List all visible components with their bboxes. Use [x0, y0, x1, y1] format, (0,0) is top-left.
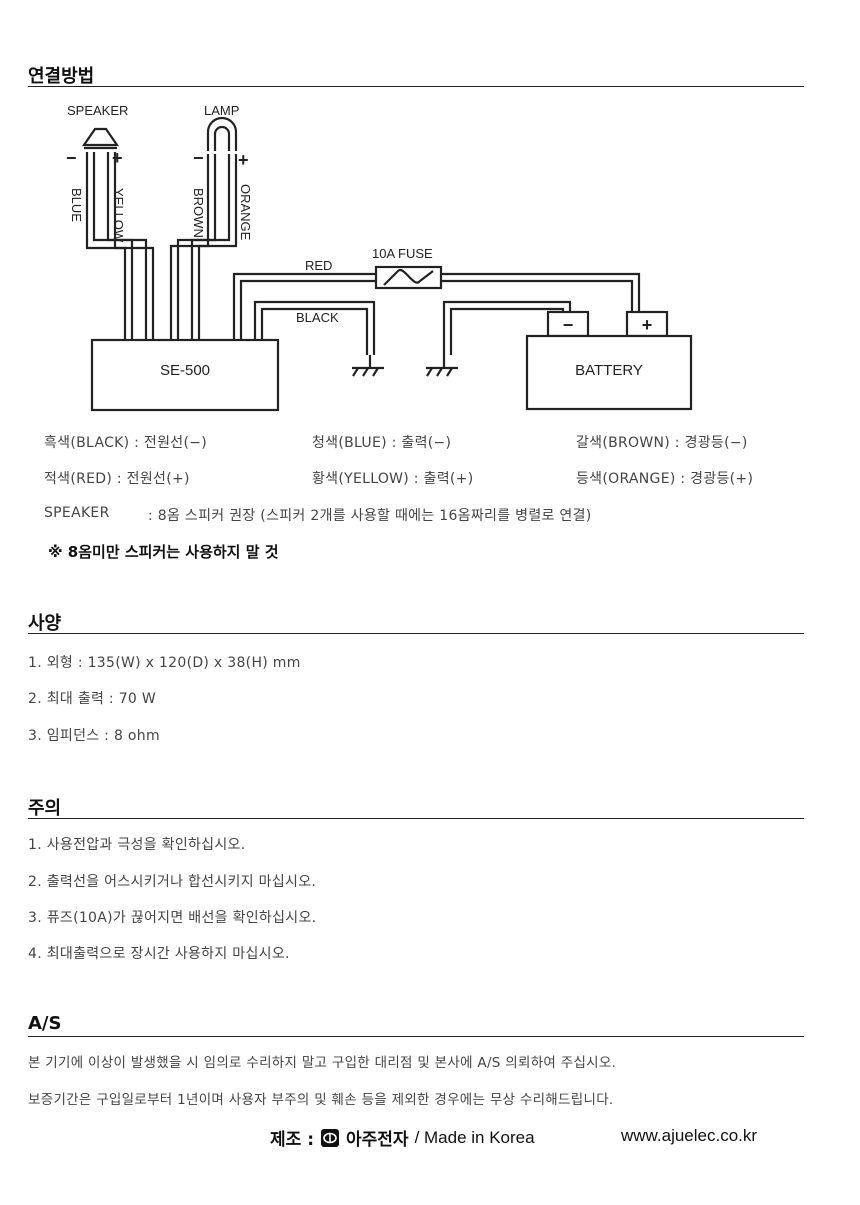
section-divider — [28, 818, 804, 819]
lamp-icon — [206, 116, 238, 151]
made-in: / Made in Korea — [414, 1127, 535, 1147]
speaker-minus: − — [66, 148, 77, 168]
speaker-warning: ※ 8옴미만 스피커는 사용하지 말 것 — [48, 543, 279, 561]
spec-item: 3. 임피던스 : 8 ohm — [28, 728, 160, 744]
lamp-minus: − — [193, 148, 204, 168]
caution-item: 2. 출력선을 어스시키거나 합선시키지 마십시오. — [28, 874, 317, 890]
battery-minus: − — [563, 315, 574, 335]
speaker-plus: + — [112, 148, 123, 168]
ground-icon — [352, 355, 384, 377]
lamp-plus: + — [238, 150, 249, 170]
section-divider — [28, 1036, 804, 1037]
caution-item: 4. 최대출력으로 장시간 사용하지 마십시오. — [28, 946, 290, 962]
wiring-diagram: SPEAKER LAMP − + − + BLUE YELLOW BROWN O… — [66, 103, 693, 412]
caution-item: 1. 사용전압과 극성을 확인하십시오. — [28, 837, 246, 853]
as-title: A/S — [28, 1013, 62, 1034]
as-line: 보증기간은 구입일로부터 1년이며 사용자 부주의 및 훼손 등을 제외한 경우… — [28, 1092, 614, 1108]
legend-yellow: 황색(YELLOW) : 출력(+) — [312, 471, 474, 487]
legend-orange: 등색(ORANGE) : 경광등(+) — [576, 471, 754, 487]
company-name: 아주전자 — [346, 1130, 409, 1150]
wire-label-brown: BROWN — [191, 188, 206, 238]
spec-item: 1. 외형 : 135(W) x 120(D) x 38(H) mm — [28, 655, 301, 671]
ground-icon — [426, 355, 458, 377]
fuse-label: 10A FUSE — [372, 246, 433, 261]
battery-label: BATTERY — [575, 362, 643, 379]
ajou-logo-icon — [320, 1128, 340, 1148]
legend-black: 흑색(BLACK) : 전원선(−) — [44, 435, 208, 451]
legend-blue: 청색(BLUE) : 출력(−) — [312, 435, 452, 451]
maker-label: 제조 : — [270, 1130, 314, 1150]
spec-title: 사양 — [28, 613, 62, 634]
connection-title: 연결방법 — [28, 66, 95, 87]
legend-speaker-label: SPEAKER — [44, 505, 110, 521]
wire-label-red: RED — [305, 258, 332, 273]
section-divider — [28, 86, 804, 87]
website-link[interactable]: www.ajuelec.co.kr — [621, 1126, 758, 1145]
wire-label-black: BLACK — [296, 310, 339, 325]
caution-item: 3. 퓨즈(10A)가 끊어지면 배선을 확인하십시오. — [28, 910, 317, 926]
spec-item: 2. 최대 출력 : 70 W — [28, 691, 157, 707]
lamp-label: LAMP — [204, 103, 239, 118]
wire-label-yellow: YELLOW — [111, 188, 126, 243]
legend-red: 적색(RED) : 전원선(+) — [44, 471, 190, 487]
footer-maker: 제조 : 아주전자 / Made in Korea — [270, 1125, 535, 1151]
legend-speaker-note: : 8옴 스피커 권장 (스피커 2개를 사용할 때에는 16옴짜리를 병렬로 … — [148, 508, 592, 524]
wire-label-blue: BLUE — [69, 188, 84, 222]
speaker-icon — [81, 127, 120, 150]
caution-title: 주의 — [28, 798, 62, 819]
as-line: 본 기기에 이상이 발생했을 시 임의로 수리하지 말고 구입한 대리점 및 본… — [28, 1055, 617, 1071]
wire-label-orange: ORANGE — [238, 184, 253, 241]
battery-plus: + — [642, 315, 653, 335]
section-divider — [28, 633, 804, 634]
speaker-label: SPEAKER — [67, 103, 128, 118]
device-label: SE-500 — [160, 362, 210, 379]
legend-brown: 갈색(BROWN) : 경광등(−) — [576, 435, 748, 451]
